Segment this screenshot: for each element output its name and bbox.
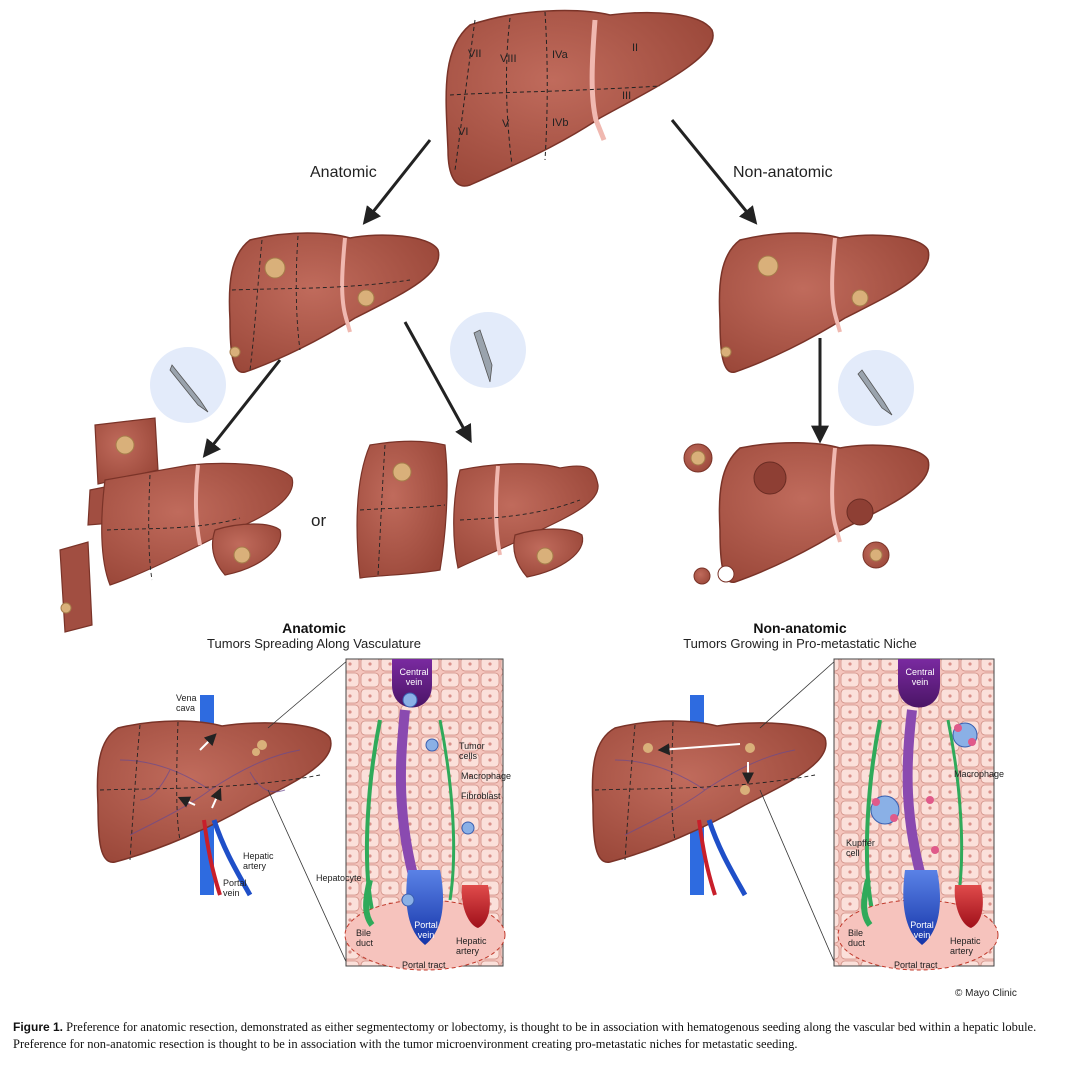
panel-title-anatomic: Anatomic Tumors Spreading Along Vasculat… (164, 620, 464, 651)
label-central-vein: Central vein (399, 667, 429, 687)
label-macrophage: Macrophage (954, 769, 1005, 779)
non-anatomic-niche-panel (591, 659, 837, 967)
label-bile-duct: Bile duct (848, 928, 866, 948)
figure-caption: Figure 1. Preference for anatomic resect… (13, 1019, 1068, 1053)
arrow-anatomic (362, 139, 432, 225)
tumor (851, 289, 869, 307)
label-hepatocyte: Hepatocyte (316, 873, 362, 883)
label-fibroblast: Fibroblast (461, 791, 501, 801)
label-bile-duct: Bile duct (356, 928, 374, 948)
label-central-vein: Central vein (905, 667, 935, 687)
scalpel-icon (450, 312, 526, 388)
label-hepatic-artery-lobule: Hepatic artery (950, 936, 981, 956)
copyright-credit: © Mayo Clinic (955, 988, 1017, 999)
segment-label: II (632, 42, 638, 54)
scalpel-icon (838, 350, 914, 426)
lobectomy-result (356, 440, 599, 579)
arrow-lobectomy (403, 321, 472, 444)
label-macrophage: Macrophage (461, 771, 512, 781)
label-portal-vein-lobule: Portal vein (910, 920, 934, 940)
segmentectomy-result (59, 417, 294, 633)
top-liver: VII VIII IVa II III VI V IVb (445, 9, 714, 187)
tumor (757, 255, 779, 277)
hepatic-lobule-non-anatomic (833, 658, 999, 971)
label-portal-tract: Portal tract (402, 960, 446, 970)
hepatic-lobule-anatomic (344, 658, 506, 971)
tumor (229, 346, 241, 358)
arrow-non-anatomic (670, 119, 758, 225)
label-hepatic-artery-lobule: Hepatic artery (456, 936, 487, 956)
panel-title: Anatomic (282, 620, 346, 636)
segment-label: V (502, 118, 510, 130)
caption-label: Figure 1. (13, 1020, 64, 1034)
segment-label: VI (458, 126, 468, 138)
or-label: or (311, 511, 327, 530)
panel-title-non-anatomic: Non-anatomic Tumors Growing in Pro-metas… (650, 620, 950, 651)
label-vena-cava: Vena cava (176, 693, 197, 713)
caption-text: Preference for anatomic resection, demon… (13, 1020, 1037, 1051)
segment-label: IVb (552, 117, 569, 129)
label-hepatic-artery: Hepatic artery (243, 851, 274, 871)
panel-title: Non-anatomic (753, 620, 847, 636)
label-portal-vein: Portal vein (223, 878, 247, 898)
label-kupffer-cell: Kupffer cell (846, 838, 875, 858)
label-tumor-cells: Tumor cells (459, 741, 485, 761)
segment-label: VII (468, 48, 481, 60)
segment-label: VIII (500, 53, 517, 65)
panel-subtitle: Tumors Spreading Along Vasculature (207, 636, 421, 651)
arrow-segmentectomy (202, 359, 282, 458)
label-portal-tract: Portal tract (894, 960, 938, 970)
segment-label: IVa (552, 49, 569, 61)
scalpel-icon (150, 347, 226, 423)
liver-with-tumors-anatomic (228, 232, 440, 373)
tumor (720, 346, 732, 358)
non-anatomic-result (683, 441, 930, 585)
liver-with-tumors-non-anatomic (718, 232, 930, 373)
panel-subtitle: Tumors Growing in Pro-metastatic Niche (683, 636, 917, 651)
branch-label-anatomic: Anatomic (310, 164, 377, 181)
segment-label: III (622, 90, 631, 102)
tumor (357, 289, 375, 307)
branch-label-non-anatomic: Non-anatomic (733, 164, 833, 181)
label-portal-vein-lobule: Portal vein (414, 920, 438, 940)
anatomic-vascular-panel (96, 659, 349, 967)
tumor (264, 257, 286, 279)
